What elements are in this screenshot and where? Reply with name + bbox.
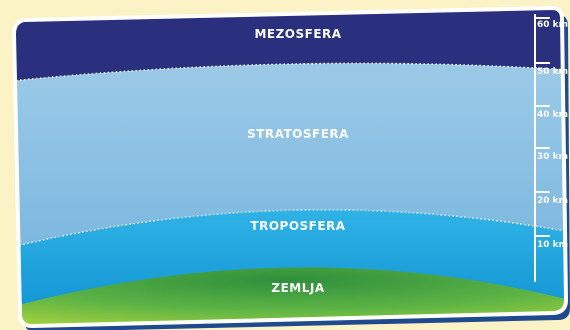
tick-label-40: 40 km xyxy=(537,110,568,120)
tick-label-60: 60 km xyxy=(537,20,568,30)
mezosfera-boundary xyxy=(14,62,566,83)
tick-label-20: 20 km xyxy=(537,196,568,206)
tick-label-30: 30 km xyxy=(537,152,568,162)
label-troposfera: TROPOSFERA xyxy=(250,219,345,233)
altitude-ticks xyxy=(535,17,550,237)
tick-label-10: 10 km xyxy=(537,240,568,250)
tick-label-50: 50 km xyxy=(537,67,568,77)
label-stratosfera: STRATOSFERA xyxy=(247,127,349,141)
label-mezosfera: MEZOSFERA xyxy=(254,27,341,41)
mezosfera-layer xyxy=(14,8,566,82)
troposfera-boundary xyxy=(14,209,566,251)
label-zemlja: ZEMLJA xyxy=(271,281,324,295)
frame-border xyxy=(11,5,569,329)
